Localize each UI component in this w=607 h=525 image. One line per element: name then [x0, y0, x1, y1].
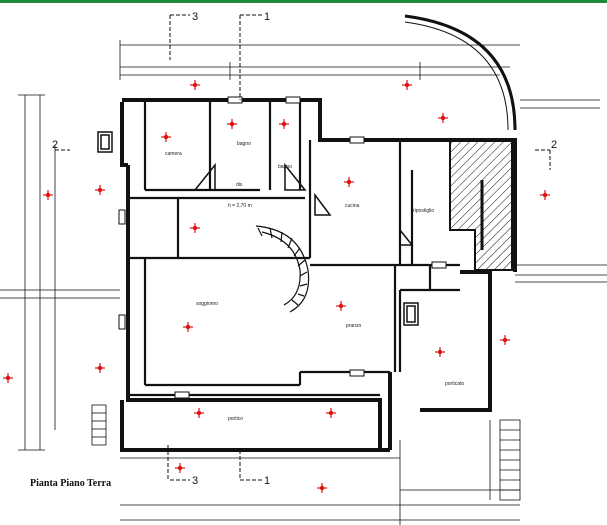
stair-shapes: [193, 162, 414, 246]
top-dimension-lines: [119, 40, 520, 80]
fireplace-left: [97, 131, 113, 153]
room-label-bagno-small: bagno: [278, 164, 292, 170]
hatched-block: [449, 139, 513, 271]
section-marker-1-top: 1: [264, 11, 270, 23]
room-label-ripostiglio: ripostiglio: [413, 208, 434, 214]
room-label-soggiorno: soggiorno: [196, 301, 218, 307]
steps: [91, 404, 521, 501]
room-label-camera: camera: [165, 151, 182, 157]
window-marks: [118, 96, 447, 399]
room-label-cucina: cucina: [345, 203, 360, 209]
section-marker-1-bottom: 1: [264, 475, 270, 487]
right-dimension-lines: [515, 99, 607, 283]
plan-title: Pianta Piano Terra: [30, 478, 112, 489]
room-label-h: h = 2,70 m: [228, 203, 252, 209]
interior-walls: [128, 102, 460, 397]
section-marker-3-bottom: 3: [192, 475, 198, 487]
top-accent-bar: [0, 0, 607, 3]
section-marker-2-left: 2: [52, 139, 58, 151]
room-label-dis: dis: [236, 182, 243, 188]
section-marker-2-right: 2: [551, 139, 557, 151]
section-markers: [55, 14, 551, 481]
bottom-dimension-lines: [120, 440, 520, 525]
room-label-bagno-top: bagno: [237, 141, 251, 147]
room-label-pranzo: pranzo: [346, 323, 362, 329]
room-label-portico: portico: [228, 416, 243, 422]
left-dimension-lines: [0, 94, 120, 451]
fireplace-right: [403, 302, 419, 326]
curved-wall: [404, 14, 517, 131]
section-marker-3-top: 3: [192, 11, 198, 23]
spiral-stair: [255, 225, 310, 313]
room-label-porticato: porticato: [445, 381, 464, 387]
